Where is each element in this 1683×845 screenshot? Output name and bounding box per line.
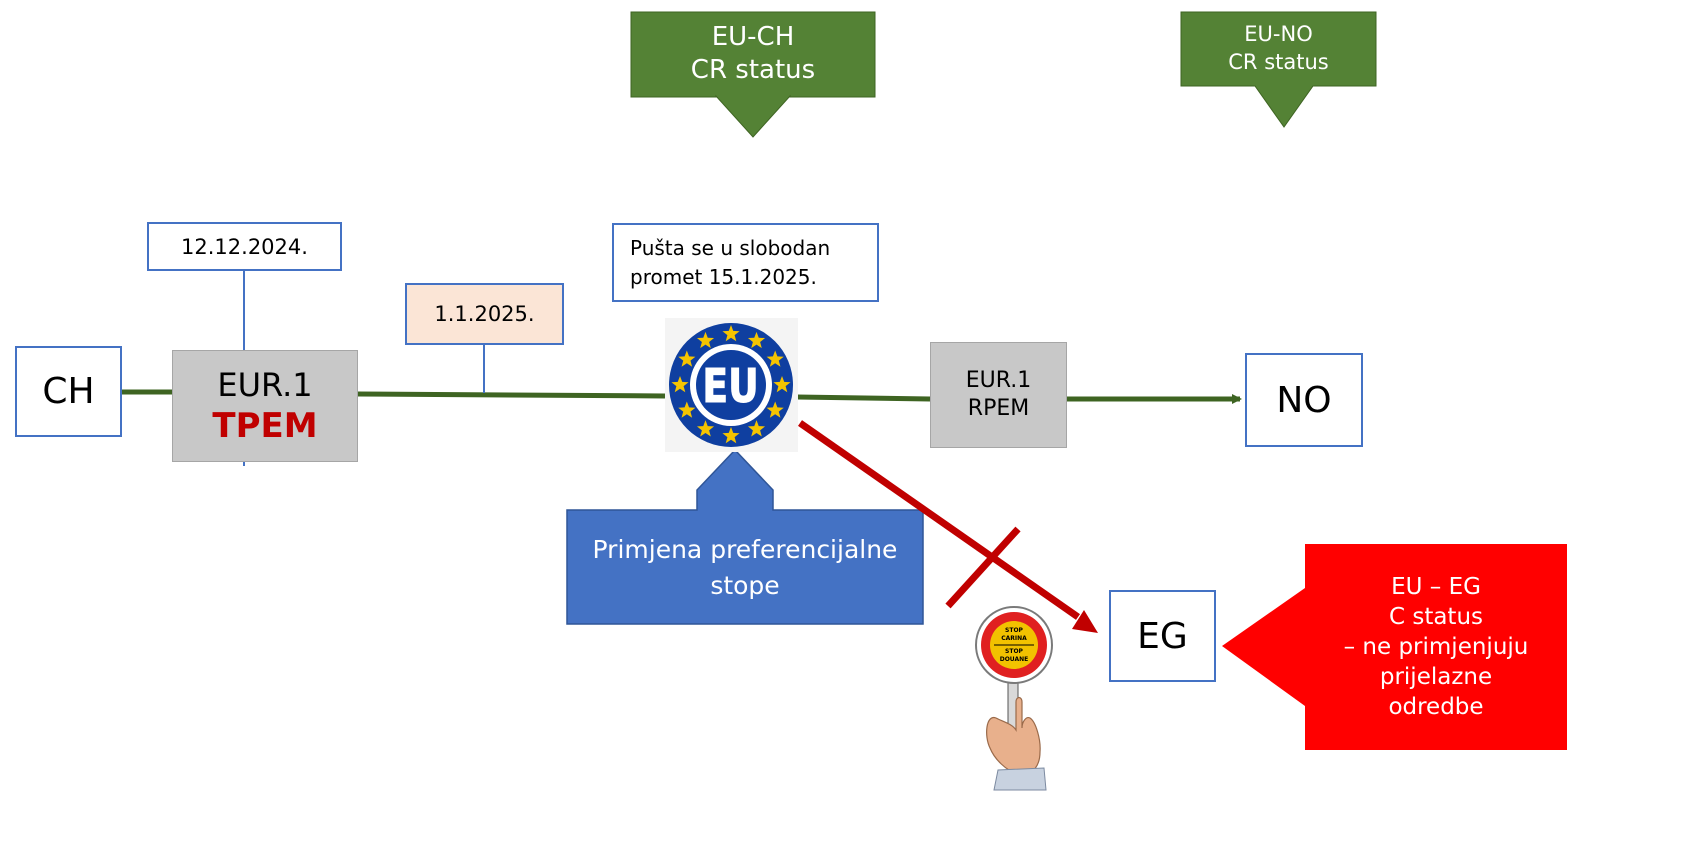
transition-date-text: 1.1.2025.	[434, 302, 535, 326]
stop-sign-line3: STOP	[1005, 648, 1024, 655]
stop-sign-line4: DOUANE	[1000, 656, 1029, 663]
stop-sign-paddle-icon: STOP CARINA STOP DOUANE	[975, 606, 1053, 791]
eu-star-icon	[773, 376, 791, 393]
blocked-cross-stroke	[945, 526, 1021, 609]
eu-star-icon	[696, 420, 715, 437]
eur1-tpem-line1: EUR.1	[217, 366, 313, 404]
eu-star-icon	[766, 350, 784, 367]
node-no: NO	[1245, 353, 1363, 447]
eu-star-icon	[671, 376, 689, 393]
preferential-line1: Primjena preferencijalne	[592, 535, 898, 564]
eu-eg-line4: prijelazne	[1379, 664, 1493, 690]
release-date-line2: promet 15.1.2025.	[630, 264, 817, 289]
eu-no-callout: EU-NO CR status	[1181, 16, 1376, 80]
eu-to-eg-line	[797, 420, 1081, 620]
eu-eg-line2: C status	[1388, 604, 1484, 630]
eu-eg-line5: odredbe	[1388, 694, 1484, 720]
node-no-label: NO	[1276, 379, 1332, 421]
node-ch: CH	[15, 346, 122, 437]
eur1-rpem-line2: RPEM	[967, 396, 1030, 421]
issue-date-text: 12.12.2024.	[181, 234, 308, 259]
eu-eg-callout: EU – EG C status – ne primjenjuju prijel…	[1305, 548, 1567, 746]
node-eg-label: EG	[1137, 615, 1188, 657]
eu-eg-callout-shape	[1222, 544, 1567, 750]
eu-ch-callout-shape	[630, 11, 876, 138]
preferential-callout: Primjena preferencijalne stope	[567, 518, 923, 618]
release-date-line1: Pušta se u slobodan	[630, 235, 831, 260]
eu-no-line1: EU-NO	[1244, 22, 1313, 46]
eur1-rpem-certificate: EUR.1 RPEM	[930, 342, 1067, 448]
eu-star-icon	[722, 325, 740, 342]
eu-eg-line1: EU – EG	[1391, 574, 1481, 600]
eu-star-icon	[747, 420, 766, 437]
flow-line-eu-rpem	[796, 394, 931, 402]
node-ch-label: CH	[42, 371, 95, 412]
transition-date-box: 1.1.2025.	[405, 283, 564, 345]
issue-date-box: 12.12.2024.	[147, 222, 342, 271]
eu-no-line2: CR status	[1228, 50, 1329, 74]
eur1-rpem-line1: EUR.1	[965, 368, 1032, 393]
stop-sign-line2: CARINA	[1001, 635, 1027, 642]
eu-star-icon	[747, 331, 766, 349]
eu-star-icon	[766, 401, 784, 418]
eu-ch-line1: EU-CH	[711, 22, 795, 52]
flow-line-eur1-eu	[357, 391, 666, 399]
eu-ch-callout: EU-CH CR status	[631, 18, 875, 90]
eu-star-icon	[678, 350, 696, 367]
hand-icon	[986, 696, 1041, 775]
eu-logo: EU	[665, 318, 798, 452]
eu-no-callout-shape	[1180, 11, 1377, 128]
eu-star-icon	[678, 401, 696, 418]
eu-star-icon	[722, 427, 740, 444]
eur1-tpem-line2: TPEM	[212, 406, 318, 446]
eu-to-eg-arrowhead	[1072, 610, 1098, 633]
eu-stars-icon	[671, 325, 791, 444]
eu-star-icon	[696, 331, 715, 349]
release-date-box: Pušta se u slobodan promet 15.1.2025.	[612, 223, 879, 302]
preferential-callout-shape	[566, 448, 924, 625]
eur1-tpem-certificate: EUR.1 TPEM	[172, 350, 358, 462]
preferential-line2: stope	[710, 571, 780, 600]
eu-ch-line2: CR status	[690, 55, 816, 85]
eu-eg-line3: – ne primjenjuju	[1343, 634, 1529, 660]
eu-logo-text: EU	[702, 359, 758, 413]
node-eg: EG	[1109, 590, 1216, 682]
stop-sign-line1: STOP	[1005, 627, 1024, 634]
